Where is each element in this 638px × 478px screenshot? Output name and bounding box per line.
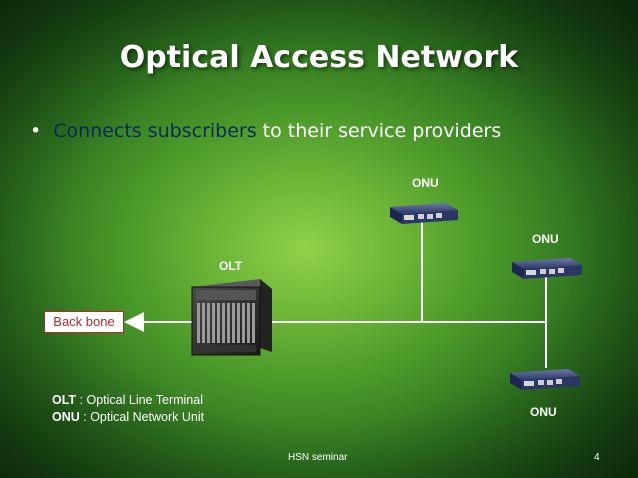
legend-olt: OLT : Optical Line Terminal [52,392,204,409]
legend-onu: ONU : Optical Network Unit [52,409,204,426]
onu-device-icon-top [390,203,458,224]
onu-device-icon-right [512,258,582,279]
onu-label-right: ONU [532,232,559,246]
legend-onu-term: ONU [52,410,80,424]
bullet-point: • Connects subscribers to their service p… [30,120,501,142]
legend: OLT : Optical Line Terminal ONU : Optica… [52,392,204,426]
page-number: 4 [594,452,600,463]
bullet-highlight: Connects subscribers [53,120,257,142]
bullet-dot: • [30,120,42,142]
backbone-box: Back bone [44,311,124,333]
legend-olt-def: : Optical Line Terminal [76,393,203,407]
bullet-rest: to their service providers [256,120,502,142]
footer-text: HSN seminar [288,452,348,463]
olt-device-icon [191,279,272,356]
legend-olt-term: OLT [52,393,77,407]
onu-device-icon-bottom [510,369,580,390]
onu-label-bottom: ONU [530,405,557,419]
slide-title: Optical Access Network [119,40,519,75]
onu-label-top: ONU [412,176,439,190]
olt-label: OLT [219,259,243,273]
legend-onu-def: : Optical Network Unit [79,410,205,424]
connection-lines [124,222,547,368]
